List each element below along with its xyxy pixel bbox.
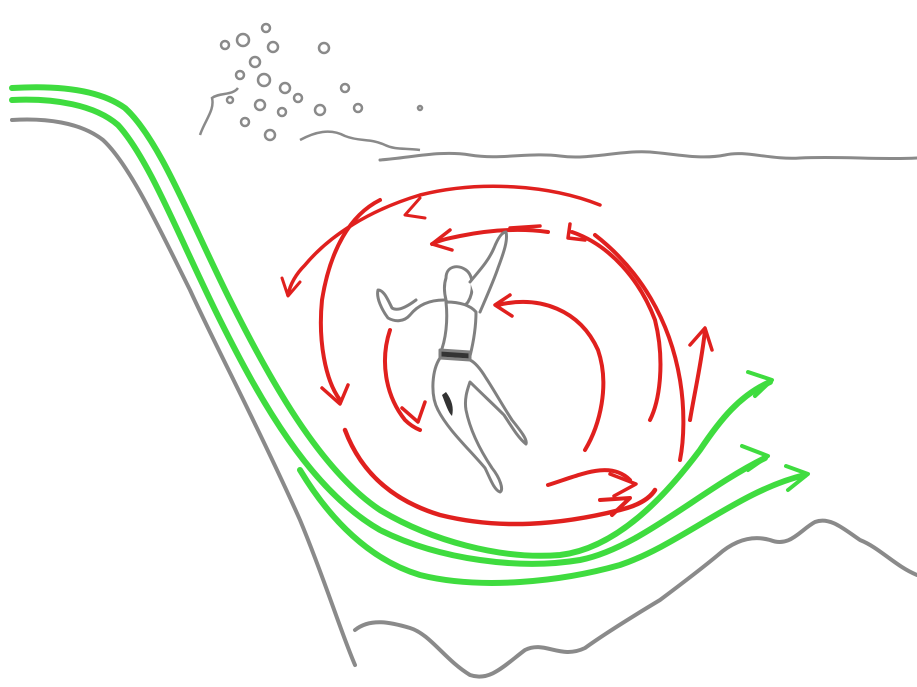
red-dash [510, 226, 540, 228]
swimmer-torso [440, 302, 476, 356]
